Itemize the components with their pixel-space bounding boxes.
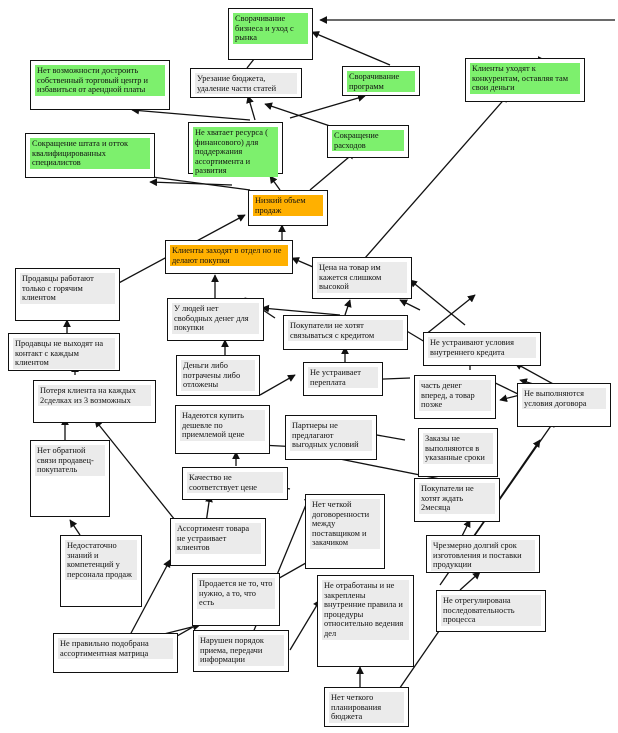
node-budget-cut: Урезание бюджета, удаление части статей [190,68,302,98]
node-no-resources: Не хватает ресурса ( финансового) для по… [188,122,283,177]
node-process-order: Не отрегулирована последовательность про… [436,590,546,632]
arrow [514,362,556,386]
node-quality-price: Качество не соответствует цене [182,467,288,500]
arrow [364,94,509,259]
node-prepay: часть денег вперед, а товар позже [414,375,496,419]
node-overpay: Не устраивает переплата [303,362,383,396]
node-credit-terms: Не устраивают условия внутреннего кредит… [423,332,541,366]
node-clients-leave: Клиенты уходят к конкурентам, оставляя т… [465,58,585,102]
node-info-order: Нарушен порядок приема, передачи информа… [193,630,289,672]
node-label: Клиенты уходят к конкурентам, оставляя т… [470,63,580,94]
arrow [264,102,331,127]
node-label: Не отрегулирована последовательность про… [441,595,541,626]
node-label: У людей нет свободных денег для покупки [172,303,259,334]
arrow [131,106,251,121]
arrow [129,559,171,636]
node-label: Надеются купить дешевле по приемлемой це… [180,410,265,441]
node-label: Нет четкой договоренности между поставщи… [310,499,380,549]
node-long-delivery: Чрезмерно долгий срок изготовления и пос… [426,535,540,573]
arrow [269,175,281,191]
node-label: Ассортимент товара не устраивает клиенто… [175,523,261,554]
node-label: часть денег вперед, а товар позже [419,380,491,411]
node-label: Заказы не выполняются в указанные сроки [423,433,493,464]
arrow [311,31,391,66]
node-label: Сокращение штата и отток квалифицированн… [30,138,150,169]
node-label: Сворачивание программ [347,71,415,93]
node-label: Продавцы не выходят на контакт с каждым … [13,338,115,369]
arrow [69,519,81,536]
node-label: Недостаточно знаний и компетенций у перс… [65,540,137,581]
node-label: Сворачивание бизнеса и уход с рынка [233,13,308,44]
node-label: Цена на товар им кажется слишком высокой [317,262,407,293]
arrow [246,95,256,121]
node-no-credit: Покупатели не хотят связываться с кредит… [283,315,408,350]
node-budget-plan: Нет четкого планирования бюджета [324,687,409,727]
node-partners-terms: Партнеры не предлагают выгодных условий [285,415,377,460]
node-label: Покупатели не хотят связываться с кредит… [288,320,403,342]
node-label: Не хватает ресурса ( финансового) для по… [193,127,278,177]
arrow [289,599,321,651]
node-cost-cut: Сокращение расходов [327,125,409,158]
node-label: Не правильно подобрана ассортиментная ма… [58,638,173,660]
node-label: Нарушен порядок приема, передачи информа… [198,635,284,666]
arrow [409,279,466,326]
node-no-free-money: У людей нет свободных денег для покупки [167,298,264,341]
arrow [261,304,341,316]
node-label: Сокращение расходов [332,130,404,152]
node-label: Продавцы работают только с горячим клиен… [20,273,115,304]
node-label: Нет четкого планирования бюджета [329,692,404,723]
node-no-agreement: Нет четкой договоренности между поставщи… [305,494,385,569]
node-no-contact: Продавцы не выходят на контакт с каждым … [8,333,120,371]
node-orders-late: Заказы не выполняются в указанные сроки [418,428,498,477]
node-no-feedback: Нет обратной связи продавец-покупатель [30,440,110,517]
node-no-rules: Не отработаны и не закреплены внутренние… [317,575,414,667]
node-label: Урезание бюджета, удаление части статей [195,73,297,95]
node-label: Не отработаны и не закреплены внутренние… [322,580,409,640]
node-label: Качество не соответствует цене [187,472,283,494]
node-lost-client: Потеря клиента на каждых 2сделках из 3 в… [33,380,156,423]
node-label: Потеря клиента на каждых 2сделках из 3 в… [38,385,151,407]
node-no-mall: Нет возможности достроить собственный то… [30,60,170,110]
node-staff-cut: Сокращение штата и отток квалифицированн… [25,133,155,178]
arrow [309,151,356,191]
arrow [424,294,476,336]
arrow [259,374,296,396]
node-label: Нет обратной связи продавец-покупатель [35,445,105,476]
node-assortment: Ассортимент товара не устраивает клиенто… [170,518,266,566]
arrow [499,394,521,403]
node-wait-2-months: Покупатели не хотят ждать 2месяца [414,478,500,522]
arrow [149,178,233,187]
arrow [94,419,176,521]
node-price-high: Цена на товар им кажется слишком высокой [312,257,412,299]
node-hot-client-only: Продавцы работают только с горячим клиен… [15,268,120,321]
arrow [289,94,366,119]
node-label: Деньги либо потрачены либо отложены [181,360,255,391]
arrow [399,299,421,311]
node-wrong-goods: Продается не то, что нужно, а то, что ес… [192,573,280,626]
node-matrix: Не правильно подобрана ассортиментная ма… [53,633,178,673]
node-label: Чрезмерно долгий срок изготовления и пос… [431,540,535,571]
arrow [459,571,481,591]
node-label: Не устраивает переплата [308,367,378,389]
node-label: Продается не то, что нужно, а то, что ес… [197,578,275,609]
node-label: Не устраивают условия внутреннего кредит… [428,337,536,359]
node-label: Покупатели не хотят ждать 2месяца [419,483,495,514]
node-label: Низкий объем продаж [253,195,323,217]
node-label: Нет возможности достроить собственный то… [35,65,165,96]
arrow [344,299,352,316]
node-programs-cut: Сворачивание программ [342,66,420,96]
node-business-exit: Сворачивание бизнеса и уход с рынка [228,8,313,60]
node-money-spent: Деньги либо потрачены либо отложены [176,355,260,396]
node-cheaper-hope: Надеются купить дешевле по приемлемой це… [175,405,270,454]
node-label: Клиенты заходят в отдел но не делают пок… [170,245,288,267]
node-contract-fail: Не выполняются условия договора [517,383,611,427]
node-no-purchase: Клиенты заходят в отдел но не делают пок… [165,240,293,274]
node-lack-knowledge: Недостаточно знаний и компетенций у перс… [60,535,142,607]
node-label: Не выполняются условия договора [522,388,606,410]
node-low-sales: Низкий объем продаж [248,190,328,226]
node-label: Партнеры не предлагают выгодных условий [290,420,372,451]
